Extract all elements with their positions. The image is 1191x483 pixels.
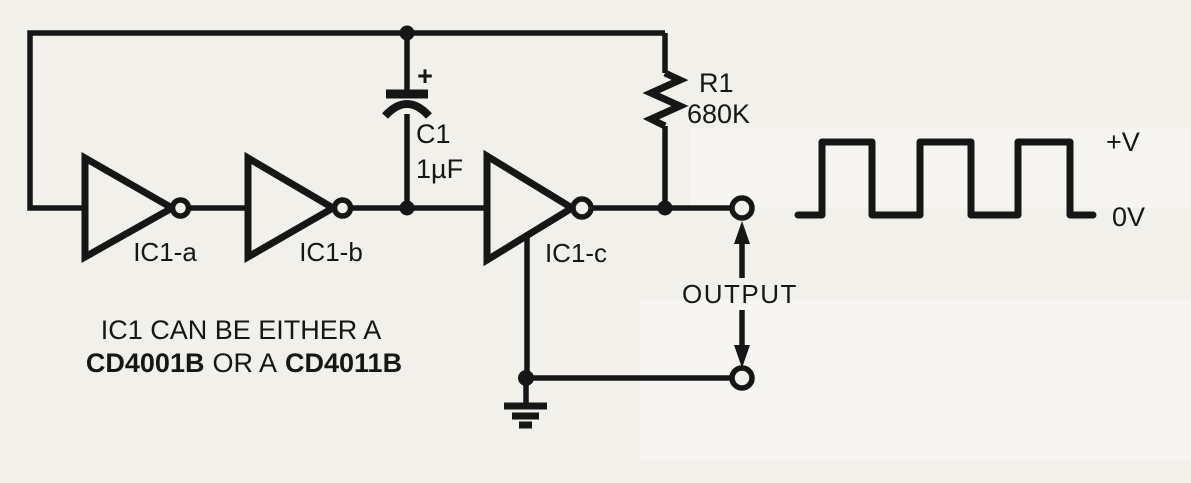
inverter-c-label: IC1-c (545, 238, 607, 268)
inverter-a-bubble (169, 197, 192, 219)
output-terminal-bottom (729, 365, 755, 391)
inverter-b-label: IC1-b (299, 237, 363, 267)
junction-dot-top-rail (399, 25, 415, 41)
waveform-high-label: +V (1106, 127, 1140, 157)
inverter-a-label: IC1-a (133, 237, 197, 267)
note-part2: CD4011B (285, 348, 402, 378)
capacitor-bottom-plate (382, 100, 432, 119)
capacitor-ref-label: C1 (416, 119, 451, 149)
capacitor-plus-sign: + (417, 61, 433, 91)
feedback-wire (27, 30, 665, 211)
output-arrow-up-head (734, 221, 750, 244)
inverter-a-triangle (81, 151, 180, 263)
note-text-line1: IC1 CAN BE EITHER A (101, 315, 382, 345)
waveform-low-label: 0V (1112, 202, 1145, 232)
junction-dot-gate-input (399, 200, 415, 216)
ground-symbol (504, 378, 547, 429)
resistor-ref-label: R1 (699, 68, 734, 98)
inverter-b-triangle (244, 151, 340, 264)
square-wave (794, 138, 1097, 219)
output-label: OUTPUT (682, 279, 798, 309)
resistor-zigzag (642, 69, 689, 130)
resistor-value-label: 680K (687, 99, 750, 129)
note-part1: CD4001B (86, 348, 205, 378)
inverter-c-bubble (570, 196, 594, 220)
capacitor-value-label: 1µF (416, 154, 463, 184)
output-terminal-top (729, 195, 755, 221)
output-arrow-down-head (734, 345, 750, 368)
inverter-b-bubble (331, 197, 354, 219)
note-conjunction: OR A (212, 348, 277, 378)
inverter-c-triangle (483, 149, 579, 267)
